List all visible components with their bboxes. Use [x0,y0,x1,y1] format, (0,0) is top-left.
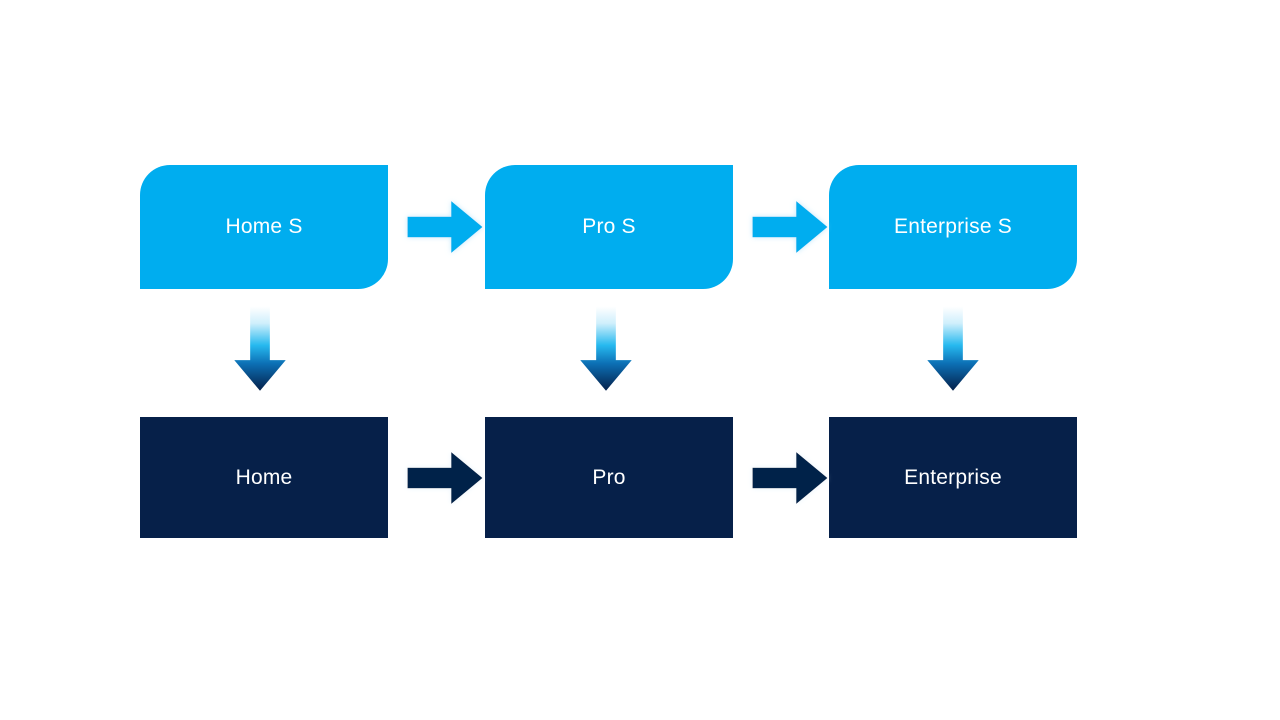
flow-arrow-pro-s-to-enterprise-s [751,198,829,256]
node-label-pro-s: Pro S [582,215,636,239]
flow-arrow-home-s-to-pro-s [406,198,484,256]
arrow-glyph [407,452,483,504]
flow-arrow-pro-to-enterprise [751,449,829,507]
node-enterprise[interactable]: Enterprise [829,417,1077,538]
node-label-pro: Pro [592,465,626,489]
node-home[interactable]: Home [140,417,388,538]
node-label-enterprise: Enterprise [904,465,1002,489]
flow-arrow-home-to-pro [406,449,484,507]
flow-arrow-pro-s-to-pro [578,305,634,393]
node-pro[interactable]: Pro [485,417,733,538]
node-label-enterprise-s: Enterprise S [894,215,1012,239]
node-label-home-s: Home S [225,215,303,239]
arrow-glyph [580,306,632,391]
arrow-glyph [234,306,286,391]
node-enterprise-s[interactable]: Enterprise S [829,165,1077,289]
flow-arrow-enterprise-s-to-enterprise [925,305,981,393]
node-home-s[interactable]: Home S [140,165,388,289]
arrow-glyph [752,201,828,253]
arrow-glyph [752,452,828,504]
node-label-home: Home [235,465,293,489]
arrow-glyph [927,306,979,391]
node-pro-s[interactable]: Pro S [485,165,733,289]
arrow-glyph [407,201,483,253]
flow-arrow-home-s-to-home [232,305,288,393]
